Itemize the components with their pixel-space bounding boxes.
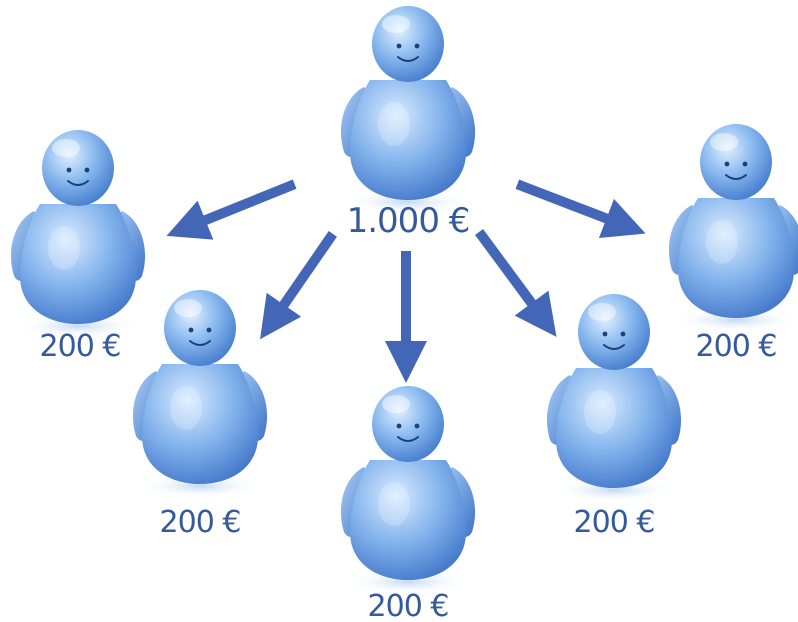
- arrows: [166, 179, 646, 383]
- person-icon: [9, 129, 147, 339]
- recipient-lower-left: [131, 289, 269, 499]
- person-icon: [339, 385, 477, 595]
- recipient-lower-right: [545, 293, 683, 503]
- source-person: [339, 5, 477, 215]
- person-icon: [339, 5, 477, 215]
- recipient-bottom: [339, 385, 477, 595]
- arrow-to-lower-right: [475, 229, 557, 337]
- recipient-amount: 200 €: [696, 329, 777, 364]
- recipient-right: [667, 123, 798, 333]
- source-amount: 1.000 €: [347, 201, 470, 241]
- recipient-amount: 200 €: [368, 589, 449, 622]
- person-icon: [545, 293, 683, 503]
- recipient-amount: 200 €: [574, 505, 655, 540]
- recipient-amount: 200 €: [40, 329, 121, 364]
- recipient-left: [9, 129, 147, 339]
- person-icon: [667, 123, 798, 333]
- arrow-to-right: [515, 179, 646, 239]
- arrow-to-lower-left: [260, 231, 337, 340]
- recipient-amount: 200 €: [160, 505, 241, 540]
- person-icon: [131, 289, 269, 499]
- arrow-to-left: [166, 179, 297, 240]
